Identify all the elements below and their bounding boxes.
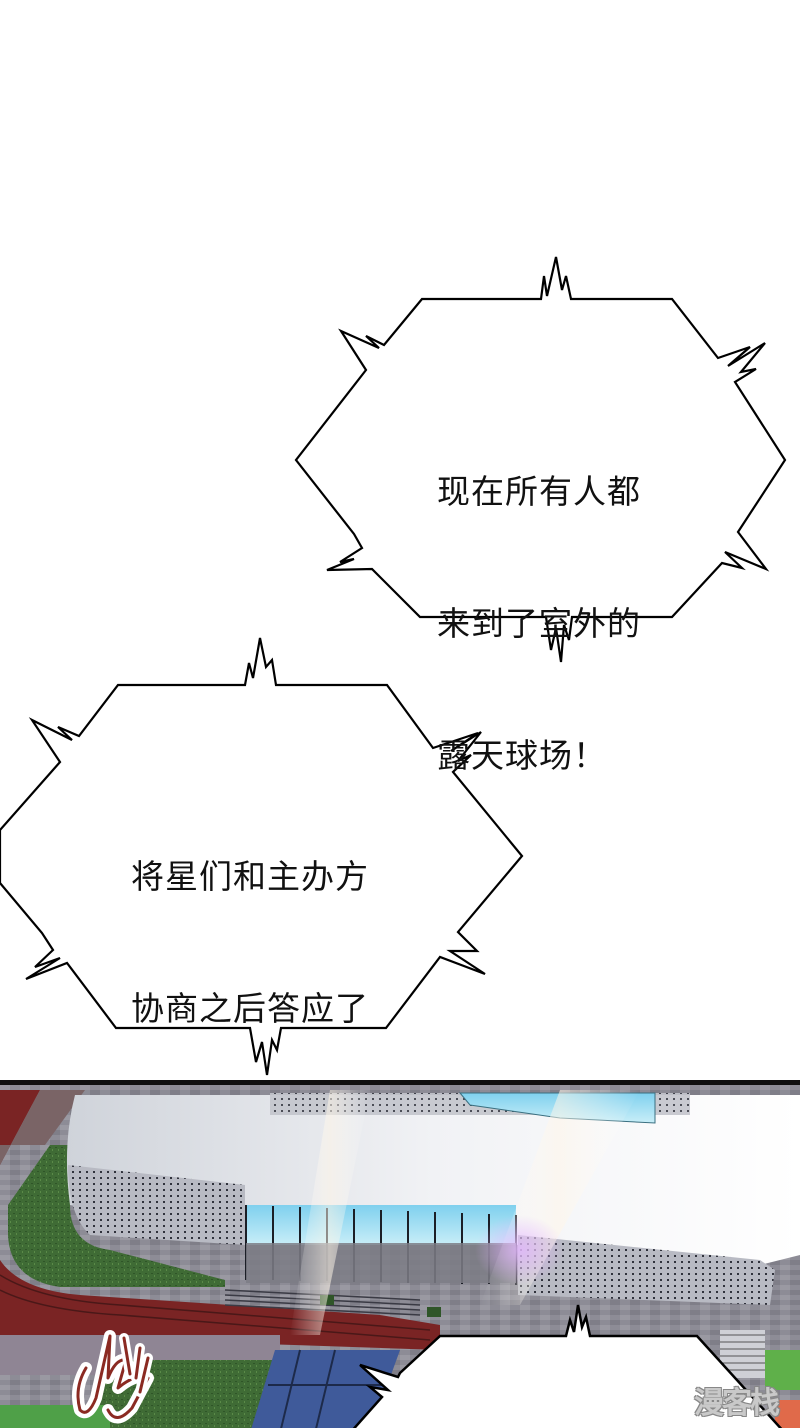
next-speech-bubble-edge [352,1304,783,1428]
bubble-2-line-2: 协商之后答应了 [131,989,369,1028]
watermark-logo: 漫客栈 [694,1386,780,1421]
bubble-1-line-1: 现在所有人都 [437,472,641,511]
bubble-1-line-2: 来到了室外的 [437,604,641,643]
bubble-2-line-1: 将星们和主办方 [131,857,369,896]
bubble-1-line-3: 露天球场！ [437,736,607,775]
speech-bubble-1-text: 现在所有人都 来到了室外的 露天球场！ [437,382,641,866]
sound-effect-lettering [72,1330,154,1424]
